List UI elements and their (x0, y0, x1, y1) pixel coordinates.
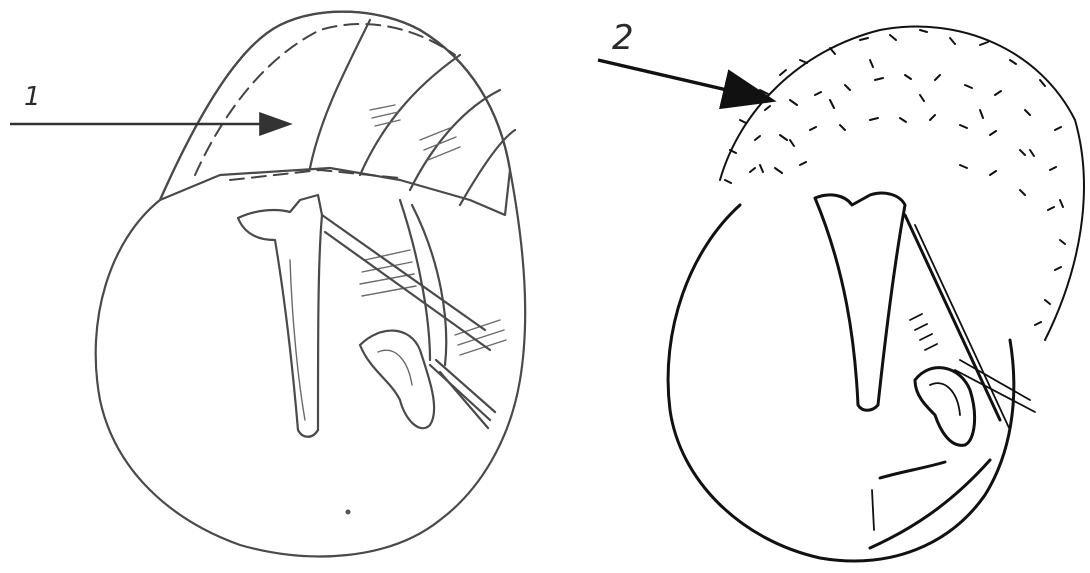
panel-2-band-b (915, 225, 1010, 430)
panel-2-outline (668, 205, 1014, 561)
panel-2-speckled-tissue (720, 27, 1084, 340)
panel-1-flap-line-c (410, 90, 500, 190)
panel-1-dot (346, 510, 351, 515)
panel-2-lower-tick (872, 490, 874, 530)
panel-1-central-vessel (238, 195, 322, 437)
panel-1-hatching (360, 105, 506, 355)
panel-2-ear (915, 368, 975, 446)
panel-2-lower-edge (870, 460, 990, 548)
panel-2-drawing (598, 27, 1084, 561)
panel-2-band-a (905, 215, 1000, 420)
panel-2-hatching (910, 314, 937, 350)
panel-1-outline (96, 12, 526, 557)
panel-1-ear-inner (378, 350, 412, 385)
panel-1-label: 1 (24, 82, 41, 112)
panel-1-band-b (325, 232, 490, 350)
panel-1-flap-line-b (360, 55, 460, 175)
panel-1-flap (160, 12, 510, 215)
panel-2-arrow (598, 60, 770, 100)
panel-1-drawing (10, 12, 525, 557)
panel-1-strand-a (430, 365, 490, 420)
panel-1-ear (360, 331, 434, 429)
panel-1-vessel-inner (290, 260, 305, 420)
panel-2-lower-curve (880, 462, 945, 478)
panel-1-strand-b (436, 360, 495, 412)
panel-1-band-a (322, 215, 485, 330)
panel-2-ear-inner (930, 383, 960, 415)
panel-1-flap-line-a (310, 20, 370, 168)
panel-2-central-vessel (815, 193, 905, 410)
panel-1-dashed-edge-2 (230, 170, 400, 180)
panel-2-label: 2 (612, 18, 634, 58)
panel-1-dashed-edge (195, 24, 455, 175)
